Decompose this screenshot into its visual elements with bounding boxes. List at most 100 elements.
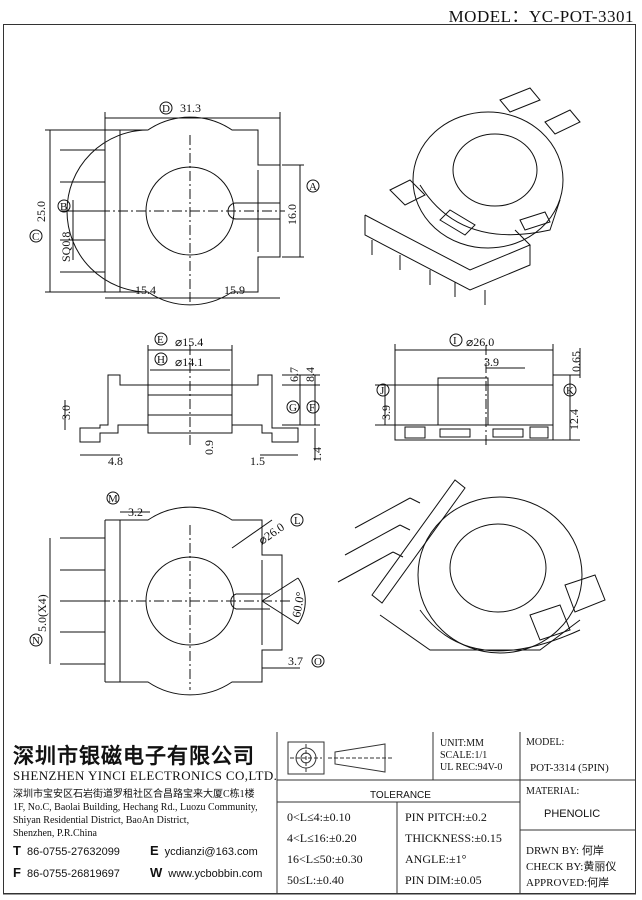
tolerance-row: PIN PITCH:±0.2: [405, 810, 487, 824]
drawn-by: DRWN BY: 何岸: [526, 845, 604, 857]
svg-text:M: M: [108, 493, 118, 505]
marker-o: O: [311, 654, 325, 668]
material-value: PHENOLIC: [544, 808, 601, 820]
dim-3-0: 3.0: [59, 405, 73, 420]
unit-text: UNIT:MM: [440, 738, 484, 749]
marker-h: H: [154, 352, 168, 366]
address-line: Shiyan Residential District, BaoAn Distr…: [13, 815, 190, 826]
side-view: [64, 345, 320, 460]
marker-d: D: [159, 101, 173, 115]
svg-text:F: F: [309, 402, 315, 414]
scale-text: SCALE:1/1: [440, 750, 488, 761]
bottom-view: [49, 506, 306, 696]
marker-j: J: [376, 383, 390, 397]
svg-text:G: G: [289, 402, 297, 414]
marker-n: N: [29, 633, 43, 647]
dim-0-65: 0.65: [569, 351, 583, 372]
marker-g: G: [286, 400, 300, 414]
svg-text:D: D: [162, 103, 170, 115]
website: www.ycbobbin.com: [168, 868, 263, 880]
dim-h-14-1: ⌀14.1: [175, 355, 203, 369]
tolerance-row: 0<L≤4:±0.10: [287, 810, 351, 824]
fax-letter: F: [13, 865, 21, 880]
front-view: [375, 344, 581, 445]
dim-31-3: 31.3: [180, 101, 201, 115]
marker-k: K: [563, 383, 577, 397]
marker-a: A: [306, 179, 320, 193]
fax-line: F 86-0755-26819697: [13, 865, 120, 880]
checked-by: CHECK BY:黄丽仪: [526, 861, 617, 873]
approved-by: APPROVED:何岸: [526, 877, 610, 889]
marker-c: C: [29, 229, 43, 243]
dim-3-7: 3.7: [288, 654, 303, 668]
marker-b: B: [57, 199, 71, 213]
material-label: MATERIAL:: [526, 786, 580, 797]
marker-i: I: [449, 333, 463, 347]
top-view: [45, 112, 304, 306]
dim-3-2: 3.2: [128, 505, 143, 519]
unit-info: UNIT:MM SCALE:1/1 UL REC:94V-0: [440, 738, 502, 774]
email-address: ycdianzi@163.com: [164, 846, 258, 858]
svg-text:N: N: [32, 635, 40, 647]
model-title: MODEL：YC-POT-3301: [448, 7, 634, 26]
tolerance-row: ANGLE:±1°: [405, 852, 467, 866]
dim-3-9b: 3.9: [379, 405, 393, 420]
dim-1-4: 1.4: [310, 447, 324, 462]
model-value: POT-3314 (5PIN): [530, 762, 609, 774]
svg-text:I: I: [453, 335, 457, 347]
address-line: 深圳市宝安区石岩街道罗租社区合昌路宝来大厦C栋1楼: [13, 789, 255, 800]
dim-i-26-0: ⌀26.0: [466, 335, 494, 349]
iso-view-top: [364, 87, 581, 305]
dim-60: 60.0°: [289, 590, 307, 618]
tolerance-row: PIN DIM:±0.05: [405, 873, 482, 887]
tolerance-row: THICKNESS:±0.15: [405, 831, 502, 845]
address-line: Shenzhen, P.R.China: [13, 828, 97, 839]
dim-1-5: 1.5: [250, 454, 265, 468]
dim-6-7: 6.7: [287, 367, 301, 382]
company-name-cn: 深圳市银磁电子有限公司: [13, 743, 255, 768]
dim-0-9: 0.9: [202, 440, 216, 455]
dim-25-0: 25.0: [34, 201, 48, 222]
svg-text:C: C: [32, 231, 39, 243]
svg-text:E: E: [157, 334, 164, 346]
address-line: 1F, No.C, Baolai Building, Hechang Rd., …: [13, 802, 258, 813]
svg-text:H: H: [157, 354, 165, 366]
svg-text:O: O: [314, 656, 322, 668]
marker-f: F: [306, 400, 320, 414]
ul-text: UL REC:94V-0: [440, 762, 503, 773]
svg-text:B: B: [60, 201, 67, 213]
model-label: MODEL:: [526, 737, 565, 748]
dim-8-4: 8.4: [303, 367, 317, 382]
email-letter: E: [150, 843, 159, 858]
dim-5-0x4: 5.0(X4): [35, 594, 49, 632]
marker-e: E: [154, 332, 168, 346]
iso-view-bottom: [337, 479, 606, 654]
dim-15-4: 15.4: [135, 283, 156, 297]
dim-26-0b: ⌀26.0: [256, 520, 287, 548]
phone-number: 86-0755-27632099: [26, 846, 120, 858]
svg-text:J: J: [380, 385, 385, 397]
svg-text:K: K: [566, 385, 574, 397]
tolerance-row: 16<L≤50:±0.30: [287, 852, 363, 866]
dim-16-0: 16.0: [285, 204, 299, 225]
dim-sq0-8: SQ0.8: [59, 232, 73, 262]
dim-12-4: 12.4: [567, 409, 581, 430]
dim-15-9: 15.9: [224, 283, 245, 297]
reference-markers: D A B C E H G F I J K M N L O: [29, 101, 577, 668]
dim-4-8: 4.8: [108, 454, 123, 468]
company-name-en: SHENZHEN YINCI ELECTRONICS CO,LTD.: [13, 768, 278, 783]
company-address: 深圳市宝安区石岩街道罗租社区合昌路宝来大厦C栋1楼 1F, No.C, Baol…: [13, 788, 273, 840]
svg-text:L: L: [294, 515, 301, 527]
tolerance-row: 50≤L:±0.40: [287, 873, 344, 887]
svg-text:A: A: [309, 181, 317, 193]
fax-number: 86-0755-26819697: [26, 868, 120, 880]
tolerance-row: 4<L≤16:±0.20: [287, 831, 357, 845]
dim-3-9a: 3.9: [484, 355, 499, 369]
marker-l: L: [290, 513, 304, 527]
dimension-texts: 31.3 16.0 25.0 SQ0.8 15.4 15.9 ⌀15.4 ⌀14…: [34, 101, 583, 668]
tolerance-title: TOLERANCE: [370, 790, 431, 801]
